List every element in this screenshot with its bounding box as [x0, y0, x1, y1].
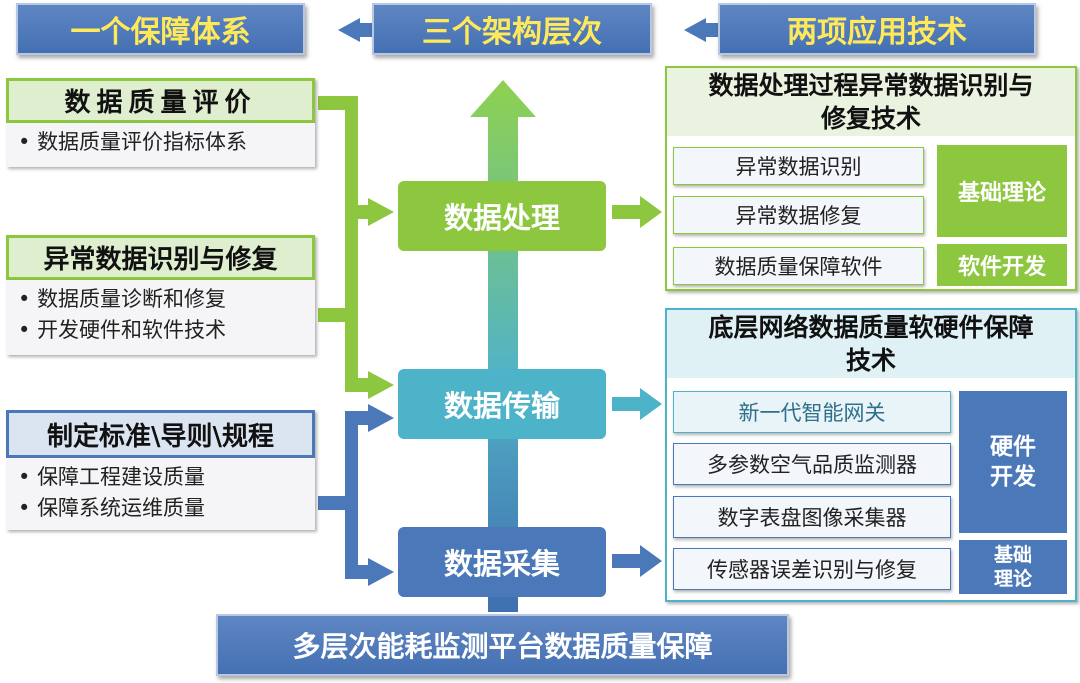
header-arrow-left — [338, 18, 372, 42]
list-item: 保障工程建设质量 — [18, 462, 315, 493]
right-bottom-tag-theory-line1: 基础 — [993, 544, 1032, 566]
bottom-platform-title: 多层次能耗监测平台数据质量保障 — [216, 614, 789, 676]
left-panel-title-standards: 制定标准\导则\规程 — [6, 410, 315, 458]
right-bottom-item-air-monitor: 多参数空气品质监测器 — [673, 443, 951, 485]
left-panel-body-standards: 保障工程建设质量 保障系统运维质量 — [6, 458, 315, 530]
layer-processing: 数据处理 — [398, 181, 606, 251]
right-bottom-tag-hardware-line2: 开发 — [990, 464, 1036, 490]
right-top-item-software: 数据质量保障软件 — [673, 247, 924, 285]
header-left-title: 一个保障体系 — [16, 3, 305, 55]
right-top-tag-theory: 基础理论 — [937, 145, 1067, 237]
list-item: 数据质量诊断和修复 — [18, 284, 315, 315]
right-top-item-repair: 异常数据修复 — [673, 196, 924, 234]
list-item: 保障系统运维质量 — [18, 493, 315, 524]
list-item: 数据质量评价指标体系 — [18, 127, 315, 158]
right-bottom-title: 底层网络数据质量软硬件保障 技术 — [667, 310, 1075, 378]
layer-collection: 数据采集 — [398, 527, 606, 597]
list-item: 开发硬件和软件技术 — [18, 315, 315, 346]
left-panel-body-anomaly: 数据质量诊断和修复 开发硬件和软件技术 — [6, 280, 315, 355]
layer-up-arrow — [470, 80, 536, 612]
right-bottom-tag-theory: 基础 理论 — [959, 540, 1067, 594]
right-bottom-tag-theory-line2: 理论 — [993, 568, 1032, 590]
right-top-item-identify: 异常数据识别 — [673, 147, 924, 185]
arrow-transmission-right — [612, 388, 662, 420]
right-top-title-line1: 数据处理过程异常数据识别与 — [708, 71, 1034, 100]
right-bottom-title-line2: 技术 — [845, 346, 896, 375]
right-bottom-item-gateway: 新一代智能网关 — [673, 391, 951, 433]
arrow-processing-right — [612, 196, 662, 228]
right-top-title: 数据处理过程异常数据识别与 修复技术 — [667, 68, 1075, 136]
left-panel-title-evaluation: 数据质量评价 — [6, 78, 315, 123]
right-top-title-line2: 修复技术 — [820, 104, 921, 133]
left-panel-title-anomaly: 异常数据识别与修复 — [6, 235, 315, 280]
right-top-tag-software: 软件开发 — [937, 244, 1067, 286]
right-bottom-tag-hardware-line1: 硬件 — [990, 434, 1036, 460]
arrow-collection-right — [612, 545, 662, 577]
left-panel-body-evaluation: 数据质量评价指标体系 — [6, 123, 315, 167]
header-middle-title: 三个架构层次 — [372, 3, 652, 55]
header-right-title: 两项应用技术 — [718, 3, 1036, 55]
header-arrow-right — [684, 18, 718, 42]
right-bottom-item-meter-collector: 数字表盘图像采集器 — [673, 496, 951, 538]
right-bottom-title-line1: 底层网络数据质量软硬件保障 — [708, 313, 1034, 342]
layer-transmission: 数据传输 — [398, 369, 606, 439]
right-bottom-tag-hardware: 硬件 开发 — [959, 391, 1067, 533]
right-bottom-item-sensor-error: 传感器误差识别与修复 — [673, 548, 951, 590]
